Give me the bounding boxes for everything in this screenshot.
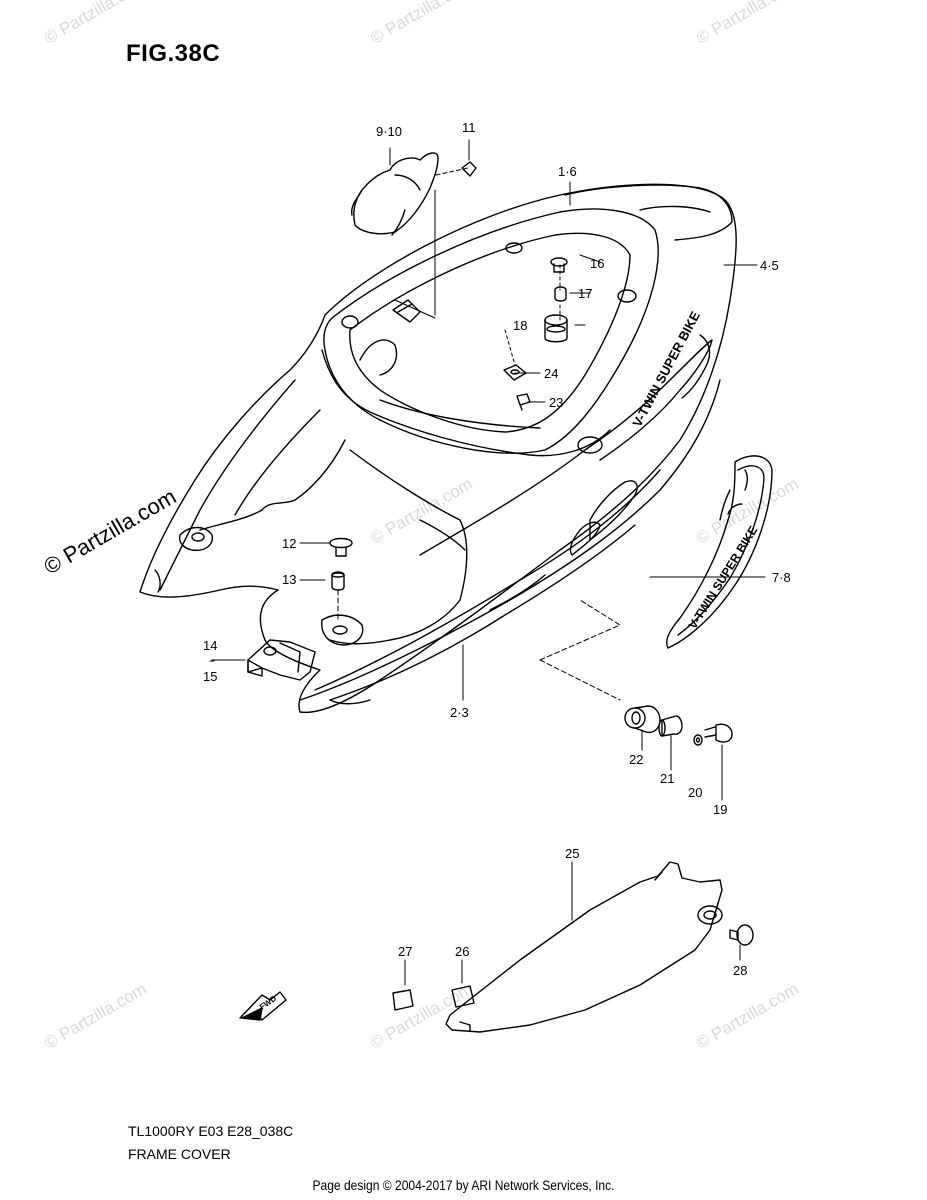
callout-27: 27 xyxy=(398,944,412,959)
callout-2-3: 2·3 xyxy=(450,705,469,720)
pad-26 xyxy=(451,985,475,1008)
rivet-28 xyxy=(729,924,754,946)
callout-25: 25 xyxy=(565,846,579,861)
callout-22: 22 xyxy=(629,752,643,767)
model-code: TL1000RY E03 E28_038C xyxy=(128,1123,294,1139)
callout-9-10: 9·10 xyxy=(376,124,402,139)
callout-26: 26 xyxy=(455,944,469,959)
callout-16: 16 xyxy=(590,256,604,271)
callout-20: 20 xyxy=(688,785,702,800)
collar-21 xyxy=(658,715,683,737)
assembly-name: FRAME COVER xyxy=(128,1146,231,1162)
callout-4-5: 4·5 xyxy=(760,258,779,273)
tail-trim-25 xyxy=(445,861,723,1033)
seat-cowl: V-TWIN SUPER BIKE xyxy=(139,183,737,714)
callout-21: 21 xyxy=(660,771,674,786)
callout-19: 19 xyxy=(713,802,727,817)
bolt-19 xyxy=(704,723,733,743)
tail-cover-bracket xyxy=(350,147,439,236)
callout-11: 11 xyxy=(462,120,476,135)
figure-title: FIG.38C xyxy=(126,40,221,67)
callout-24: 24 xyxy=(544,366,558,381)
screw-11 xyxy=(461,139,477,177)
callout-17: 17 xyxy=(578,286,592,301)
callout-1-6: 1·6 xyxy=(558,164,577,179)
cushion-18 xyxy=(544,314,568,343)
spacer-17 xyxy=(554,286,567,302)
callout-7-8: 7·8 xyxy=(772,570,791,585)
pad-27 xyxy=(392,989,414,1011)
callout-15: 15 xyxy=(203,669,217,684)
callout-14: 14 xyxy=(203,638,217,653)
stripe-text-cowl: V-TWIN SUPER BIKE xyxy=(629,309,703,430)
clip xyxy=(392,299,421,323)
stripe-text-decal: V-TWIN SUPER BIKE xyxy=(686,524,761,632)
callout-12: 12 xyxy=(282,536,296,551)
fwd-arrow-icon: FWD xyxy=(239,991,287,1021)
nut-24 xyxy=(503,364,527,381)
callout-18: 18 xyxy=(513,318,527,333)
callout-23: 23 xyxy=(549,395,563,410)
page-credit: Page design © 2004-2017 by ARI Network S… xyxy=(312,1177,615,1193)
callout-28: 28 xyxy=(733,963,747,978)
bolt-23 xyxy=(516,393,531,411)
collar-13 xyxy=(331,571,345,591)
bolt-16 xyxy=(550,257,568,273)
washer-20 xyxy=(693,734,703,746)
callout-13: 13 xyxy=(282,572,296,587)
side-stripe-decal: V-TWIN SUPER BIKE xyxy=(666,455,773,649)
bracket-14-15 xyxy=(247,639,316,681)
cushion-22 xyxy=(624,705,661,734)
screw-12 xyxy=(329,537,353,557)
leader-lines xyxy=(211,167,766,701)
